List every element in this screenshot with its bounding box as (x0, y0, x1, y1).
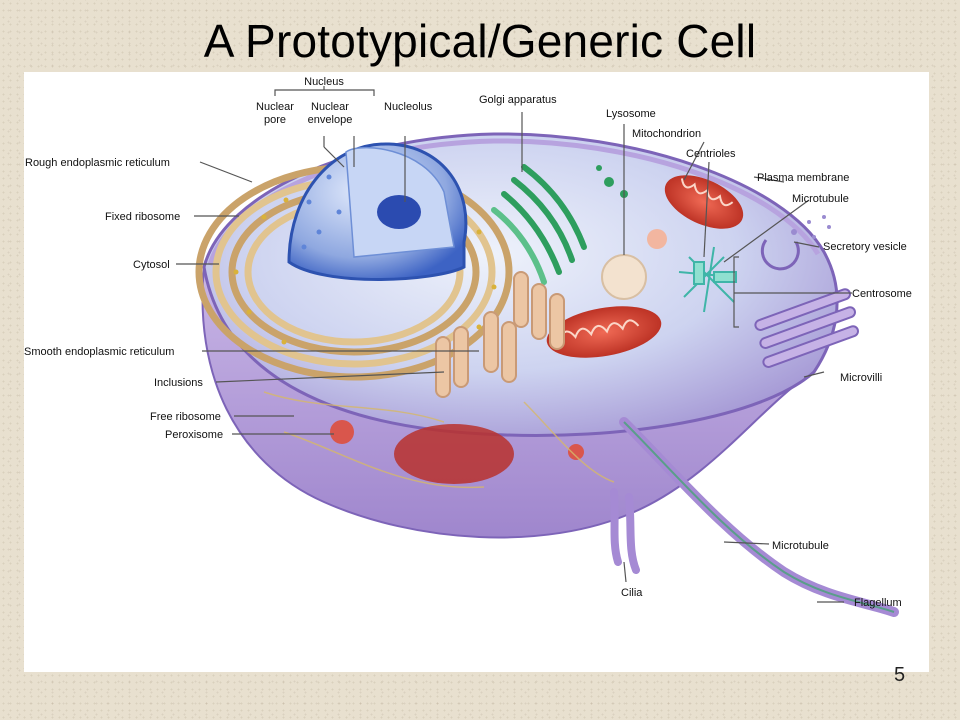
peroxisome-small (647, 229, 667, 249)
slide-title: A Prototypical/Generic Cell (203, 15, 757, 67)
label-nucleus: Nucleus (304, 76, 344, 88)
label-microtubule-top: Microtubule (792, 193, 849, 205)
cilia-shape (610, 488, 640, 574)
free-ribosome-dot (568, 444, 584, 460)
centrosome-shape (678, 246, 737, 313)
label-nuclear-pore-2: pore (264, 114, 286, 126)
vesicle-pocket (760, 239, 800, 271)
label-plasma-membrane: Plasma membrane (757, 172, 849, 184)
label-nuclear-envelope-2: envelope (308, 114, 353, 126)
label-secretory-vesicle: Secretory vesicle (823, 241, 907, 253)
smooth-er-shape (435, 271, 565, 398)
page-number: 5 (894, 664, 906, 686)
label-centrioles: Centrioles (686, 148, 736, 160)
label-golgi: Golgi apparatus (479, 94, 557, 106)
nucleolus-shape (377, 195, 421, 229)
label-nuclear-pore-1: Nuclear (256, 101, 294, 113)
cell-diagram-panel: Nucleus Nuclear pore Nuclear envelope Nu… (24, 72, 929, 672)
golgi-shape (491, 164, 587, 285)
label-centrosome: Centrosome (852, 288, 912, 300)
leader-lines (176, 86, 852, 603)
label-nuclear-envelope-1: Nuclear (311, 101, 349, 113)
nucleus-shape (287, 142, 468, 281)
inclusion-shape (394, 424, 514, 484)
label-rough-er: Rough endoplasmic reticulum (25, 157, 170, 169)
mitochondrion-lower (546, 306, 662, 358)
label-microvilli: Microvilli (840, 372, 882, 384)
label-lysosome: Lysosome (606, 108, 656, 120)
secretory-vesicles-shape (791, 215, 831, 239)
peroxisome-shape (330, 420, 354, 444)
label-peroxisome: Peroxisome (165, 429, 223, 441)
lysosome-shape (601, 254, 647, 300)
label-flagellum: Flagellum (854, 597, 902, 609)
label-nucleolus: Nucleolus (384, 101, 433, 113)
label-inclusions: Inclusions (154, 377, 203, 389)
label-fixed-ribosome: Fixed ribosome (105, 211, 180, 223)
label-microtubule-bottom: Microtubule (772, 540, 829, 552)
cytoskeleton (263, 391, 615, 489)
label-free-ribosome: Free ribosome (150, 411, 221, 423)
cell-diagram: Nucleus Nuclear pore Nuclear envelope Nu… (24, 76, 912, 617)
label-cilia: Cilia (621, 587, 643, 599)
label-mitochondrion: Mitochondrion (632, 128, 701, 140)
label-cytosol: Cytosol (133, 259, 170, 271)
label-smooth-er: Smooth endoplasmic reticulum (24, 346, 174, 358)
